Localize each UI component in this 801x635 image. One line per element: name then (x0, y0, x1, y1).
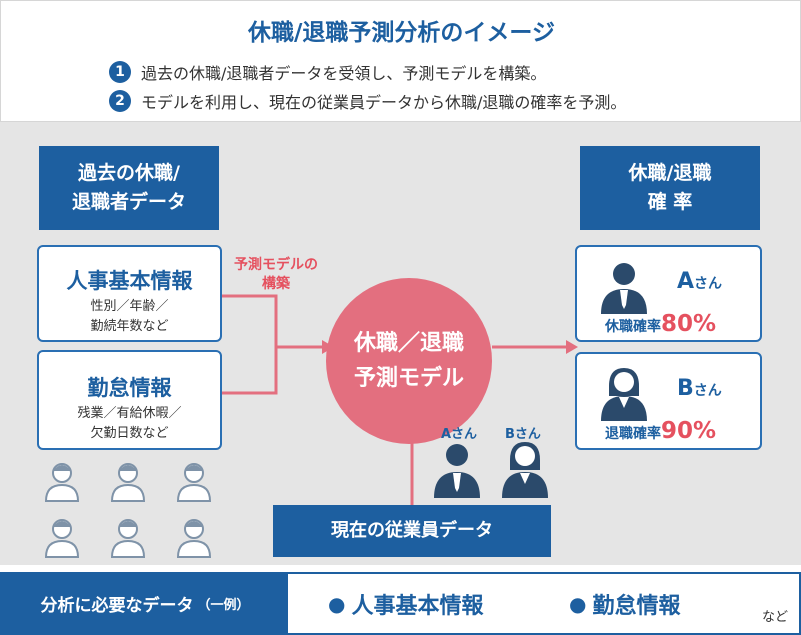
past-data-title-line1: 過去の休職/ (78, 161, 180, 184)
hr-basic-sub: 性別／年齢／ 勤続年数など (39, 297, 220, 336)
man-icon (434, 444, 480, 498)
hr-basic-sub-line2: 勤続年数など (90, 318, 169, 334)
past-data-title: 過去の休職/ 退職者データ (39, 146, 219, 230)
hr-basic-heading: 人事基本情報 (66, 269, 193, 293)
footer-item-hr: ●人事基本情報 (328, 574, 483, 633)
probability-title-line1: 休職/退職 (628, 161, 712, 184)
step-text-2: モデルを利用し、現在の従業員データから休職/退職の確率を予測。 (141, 93, 627, 112)
hr-basic-sub-line1: 性別／年齢／ (90, 299, 169, 314)
header-panel: 休職/退職予測分析のイメージ 1 過去の休職/退職者データを受領し、予測モデルを… (0, 0, 801, 122)
attendance-sub: 残業／有給休暇／ 欠勤日数など (39, 404, 220, 443)
person-outline-icon (177, 463, 211, 502)
woman-icon (601, 368, 647, 421)
result-a-rate: 休職確率80% (605, 311, 716, 337)
footer-label: 分析に必要なデータ（一例） (2, 574, 288, 633)
person-outline-icon (45, 519, 79, 558)
footer-label-note: （一例） (197, 598, 250, 613)
prediction-model-circle: 休職／退職 予測モデル (326, 278, 492, 444)
hr-basic-card: 人事基本情報 性別／年齢／ 勤続年数など (37, 245, 222, 342)
footer-etc: など (762, 610, 789, 625)
attendance-sub-line1: 残業／有給休暇／ (77, 406, 182, 421)
result-card-b: Bさん 退職確率90% (575, 352, 762, 450)
current-employees-icons (434, 442, 548, 498)
past-data-title-line2: 退職者データ (71, 191, 186, 213)
bracket-line (222, 294, 278, 395)
person-a-label: Aさん (441, 427, 478, 442)
result-b-suffix: さん (693, 383, 722, 399)
result-b-name: Bさん (677, 376, 722, 401)
step-2: 2 モデルを利用し、現在の従業員データから休職/退職の確率を予測。 (109, 89, 626, 113)
woman-icon (502, 442, 548, 498)
footer-item-hr-label: 人事基本情報 (351, 593, 484, 619)
probability-title-line2: 確 率 (647, 191, 693, 213)
attendance-card: 勤怠情報 残業／有給休暇／ 欠勤日数など (37, 350, 222, 450)
man-icon (601, 263, 647, 314)
current-data-box: 現在の従業員データ (273, 505, 551, 557)
employee-icons-group (45, 463, 211, 558)
result-a-suffix: さん (694, 276, 723, 292)
step-1: 1 過去の休職/退職者データを受領し、予測モデルを構築。 (109, 60, 546, 84)
person-outline-icon (45, 463, 79, 502)
result-a-letter: A (677, 269, 695, 294)
result-b-rate-label: 退職確率 (605, 426, 661, 442)
result-b-letter: B (677, 376, 694, 401)
page-title: 休職/退職予測分析のイメージ (248, 20, 555, 46)
result-b-rate: 退職確率90% (605, 418, 716, 444)
person-b-label: Bさん (505, 427, 541, 442)
result-a-rate-value: 80% (661, 311, 717, 337)
person-outline-icon (111, 519, 145, 558)
step-number-2: 2 (109, 90, 131, 112)
result-a-name: Aさん (677, 269, 722, 294)
model-line2: 予測モデル (353, 366, 464, 391)
footer-label-text: 分析に必要なデータ (40, 596, 194, 616)
build-model-label-line2: 構築 (262, 275, 290, 292)
build-model-label-line1: 予測モデルの (234, 257, 318, 273)
attendance-sub-line2: 欠勤日数など (90, 425, 169, 441)
footer-item-attendance-label: 勤怠情報 (592, 593, 681, 619)
result-b-rate-value: 90% (661, 418, 717, 444)
bullet-icon: ● (569, 591, 587, 616)
current-data-label: 現在の従業員データ (331, 520, 493, 542)
footer-item-attendance: ●勤怠情報 (569, 574, 680, 633)
probability-title: 休職/退職 確 率 (580, 146, 760, 230)
result-card-a: Aさん 休職確率80% (575, 245, 762, 342)
bullet-icon: ● (328, 591, 346, 616)
arrow-head-result (566, 340, 578, 354)
step-number-1: 1 (109, 61, 131, 83)
person-outline-icon (111, 463, 145, 502)
footer-bar: 分析に必要なデータ（一例） ●人事基本情報 ●勤怠情報 など (0, 572, 801, 635)
attendance-heading: 勤怠情報 (87, 376, 172, 400)
result-a-rate-label: 休職確率 (605, 319, 661, 335)
build-model-label: 予測モデルの 構築 (226, 256, 326, 294)
person-outline-icon (177, 519, 211, 558)
step-text-1: 過去の休職/退職者データを受領し、予測モデルを構築。 (141, 64, 547, 83)
model-line1: 休職／退職 (353, 330, 464, 356)
